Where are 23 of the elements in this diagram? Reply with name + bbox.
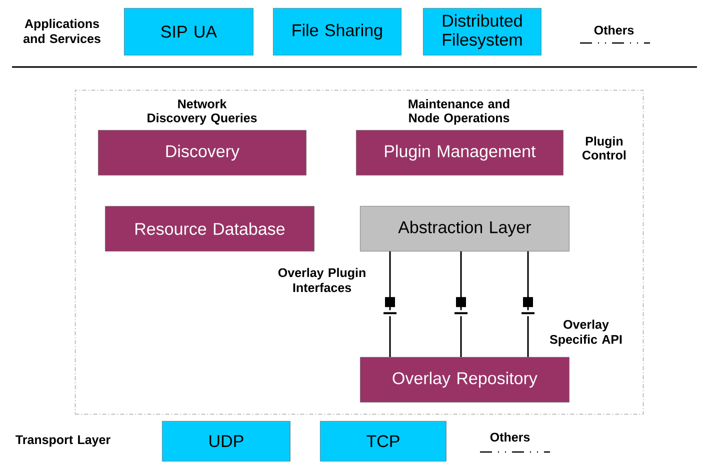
dashed-frame [75, 90, 644, 414]
layer-box: Abstraction Layer [360, 206, 570, 252]
label: Others [594, 25, 634, 35]
protocol-box: File Sharing [273, 8, 402, 56]
interface-connector [521, 251, 535, 357]
component-box: Discovery [98, 130, 306, 176]
component-box: Plugin Management [356, 130, 564, 176]
protocol-box: SIP UA [124, 8, 254, 56]
label: Applications and Services [23, 18, 100, 44]
heading: Maintenance and Node Operations [408, 99, 510, 125]
component-box: Overlay Repository [360, 357, 570, 402]
side-label: Plugin Control [582, 136, 626, 160]
interface-connector [454, 251, 468, 357]
label: Overlay Specific API [550, 320, 622, 346]
protocol-box: TCP [320, 421, 446, 462]
label: Others [490, 432, 530, 442]
label: Overlay Plugin Interfaces [278, 268, 366, 292]
component-box: Resource Database [105, 206, 314, 252]
protocol-box: Distributed Filesystem [423, 8, 542, 56]
label: Transport Layer [16, 435, 110, 447]
interface-connector [383, 251, 397, 357]
protocol-box: UDP [162, 421, 290, 462]
heading: Network Discovery Queries [148, 99, 257, 125]
